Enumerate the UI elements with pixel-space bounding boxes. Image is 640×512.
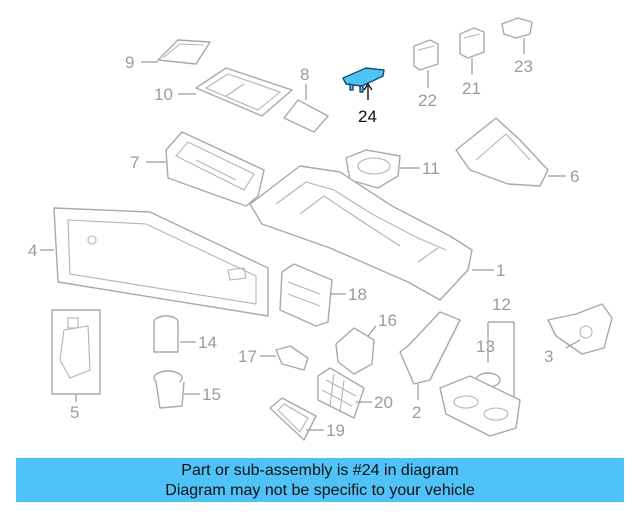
info-banner: Part or sub-assembly is #24 in diagram D…: [16, 458, 624, 502]
callout-7: 7: [130, 153, 139, 172]
callout-12: 12: [492, 295, 511, 314]
part-2: [399, 311, 521, 437]
part-3: [547, 303, 613, 355]
part-15: [153, 370, 185, 409]
part-14: [153, 315, 179, 353]
part-5: [51, 309, 101, 395]
callout-14: 14: [198, 333, 217, 352]
part-6: [455, 117, 549, 187]
part-20: [317, 367, 365, 419]
parts-diagram: 9 10 8 24 22 21 23: [28, 17, 613, 441]
callout-17: 17: [238, 347, 257, 366]
part-24-highlighted: [342, 67, 385, 93]
callout-1: 1: [496, 261, 505, 280]
callout-21: 21: [462, 79, 481, 98]
callout-24: 24: [358, 107, 377, 126]
part-8: [283, 99, 329, 133]
part-10: [195, 67, 293, 117]
callout-8: 8: [300, 65, 309, 84]
leader-16: [367, 325, 377, 337]
callout-2: 2: [412, 403, 421, 422]
callout-3: 3: [544, 347, 553, 366]
callout-10: 10: [154, 85, 173, 104]
callout-19: 19: [326, 421, 345, 440]
callout-18: 18: [348, 285, 367, 304]
callout-13: 13: [476, 337, 495, 356]
part-21: [459, 27, 485, 59]
part-17: [275, 345, 309, 371]
part-19: [269, 397, 317, 441]
callout-16: 16: [378, 311, 397, 330]
callout-6: 6: [570, 167, 579, 186]
part-4: [53, 207, 269, 317]
callout-5: 5: [70, 403, 79, 422]
part-23: [501, 17, 533, 39]
callout-20: 20: [374, 393, 393, 412]
callout-11: 11: [422, 159, 440, 178]
callout-23: 23: [514, 57, 533, 76]
part-16: [335, 327, 375, 375]
banner-line-1: Part or sub-assembly is #24 in diagram: [181, 462, 459, 479]
callout-9: 9: [125, 53, 134, 72]
part-22: [413, 39, 439, 71]
leader-24-arrow: [363, 82, 373, 91]
part-1: [249, 165, 473, 301]
leader-3: [565, 339, 581, 349]
part-12-bracket: [487, 321, 515, 398]
part-7: [165, 131, 265, 207]
banner-line-2: Diagram may not be specific to your vehi…: [165, 482, 475, 499]
callout-15: 15: [202, 385, 221, 404]
callout-22: 22: [418, 91, 437, 110]
part-18: [279, 263, 333, 327]
callout-4: 4: [28, 241, 37, 260]
part-9: [157, 39, 211, 65]
